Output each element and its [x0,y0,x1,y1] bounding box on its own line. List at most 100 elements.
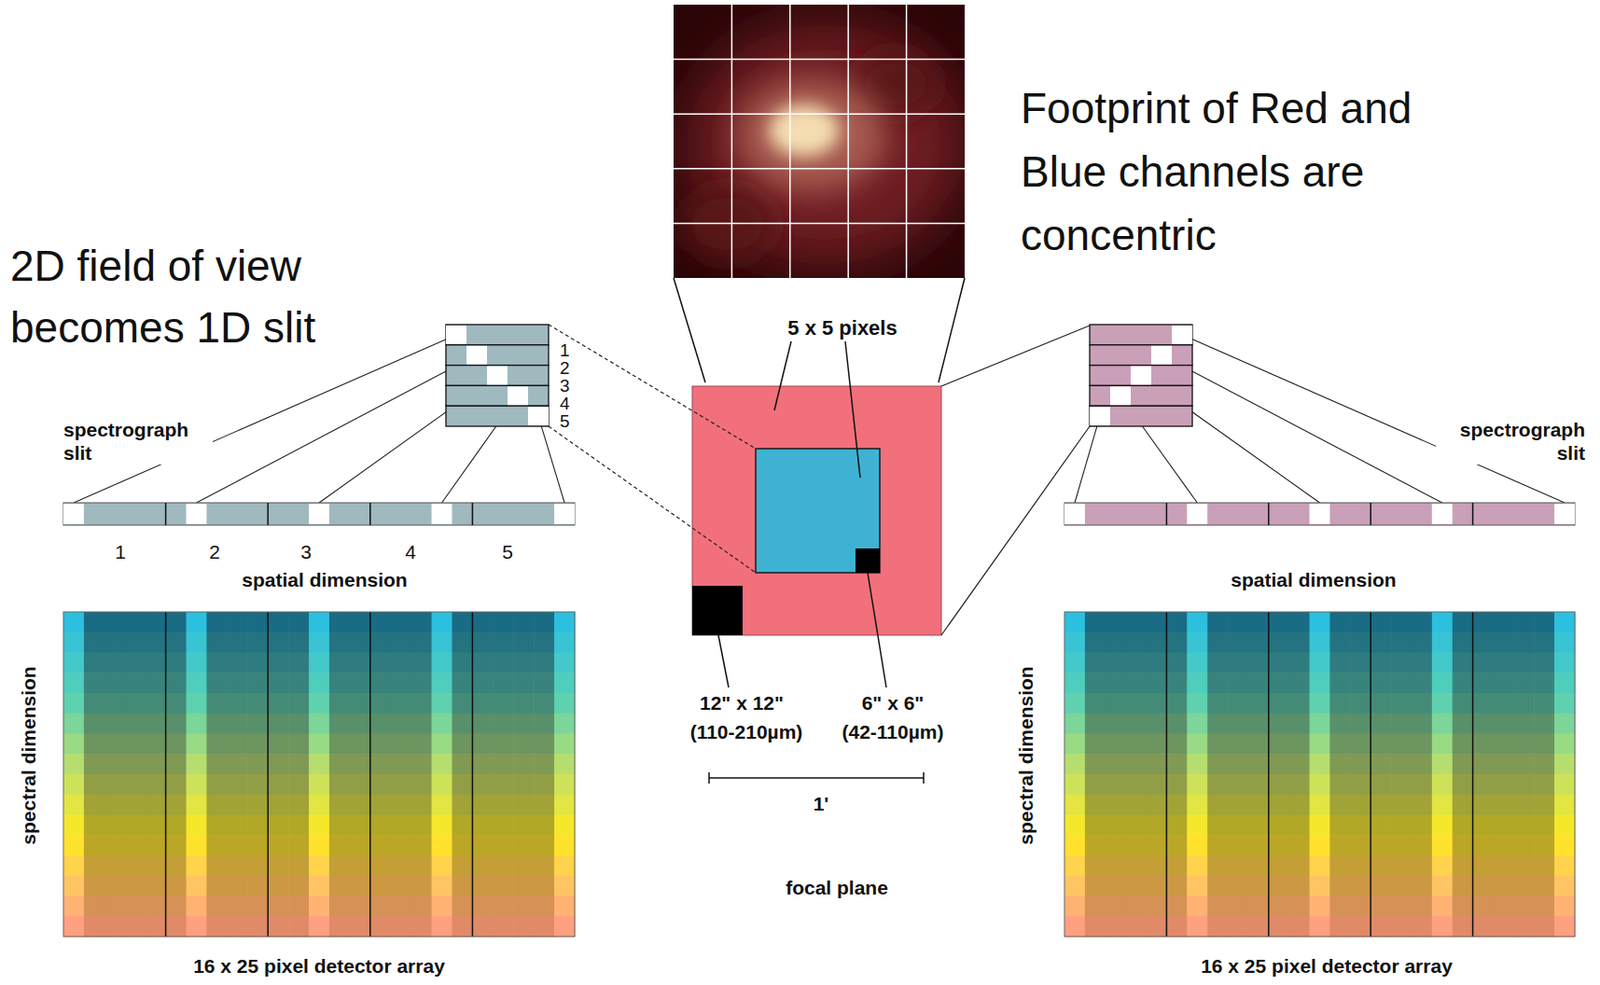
detector-pixel [104,693,126,714]
callout-number: 2 [208,541,221,564]
detector-pixel [308,876,331,897]
detector-pixel [1126,815,1147,836]
detector-pixel [370,916,392,937]
detector-pixel [472,896,494,918]
detector-pixel [1309,693,1331,714]
detector-pixel [226,855,249,877]
detector-pixel [1370,672,1392,694]
detector-pixel [1126,632,1147,654]
detector-pixel [513,855,535,877]
detector-pixel [1126,713,1147,735]
detector-pixel [370,612,392,633]
detector-pixel [247,753,269,775]
detector-pixel [451,815,474,836]
detector-pixel [513,672,535,694]
detector-pixel [1186,774,1208,795]
galaxy-image [673,4,965,279]
detector-pixel [1329,834,1350,856]
detector-pixel [63,916,85,937]
detector-pixel [1248,794,1269,816]
slit-divider [1369,502,1372,526]
detector-pixel [288,896,310,918]
detector-pixel [472,834,494,856]
detector-array [63,612,576,938]
detector-pixel [513,653,535,674]
detector-pixel [166,632,188,654]
detector-pixel [166,734,188,755]
detector-pixel [1085,734,1106,755]
detector-pixel [1207,815,1228,836]
detector-pixel [1207,672,1228,694]
detector-pixel [1452,896,1474,918]
detector-pixel [1309,612,1331,633]
detector-pixel [472,632,494,654]
slice-pixel [1110,386,1131,405]
detector-pixel [1248,896,1269,918]
detector-pixel [267,672,290,694]
detector-pixel [186,632,209,654]
detector-pixel [1289,713,1310,735]
detector-pixel [1085,693,1106,714]
detector-pixel [145,734,167,755]
detector-pixel [104,855,126,877]
detector-pixel [226,774,249,795]
detector-pixel [411,794,433,816]
detector-pixel [288,774,310,795]
detector-pixel [431,855,454,877]
detector-pixel [1268,916,1290,937]
projection-line [548,324,756,449]
detector-pixel [1533,896,1555,918]
detector-pixel [226,734,249,755]
detector-pixel [349,834,372,856]
array-divider [1472,612,1475,937]
detector-pixel [1227,834,1249,856]
detector-pixel [145,896,167,918]
detector-pixel [83,713,106,735]
detector-pixel [390,815,413,836]
detector-pixel [1186,753,1208,775]
detector-pixel [1309,774,1331,795]
detector-pixel [472,916,494,937]
detector-pixel [1492,753,1514,775]
detector-pixel [431,794,454,816]
detector-pixel [1473,794,1494,816]
detector-pixel [554,774,576,795]
detector-pixel [370,734,392,755]
detector-pixel [1370,896,1392,918]
detector-pixel [288,753,310,775]
detector-pixel [145,672,167,694]
detector-pixel [329,855,351,877]
projection-line [548,426,756,573]
detector-pixel [63,855,85,877]
slit-bar [63,502,575,526]
detector-pixel [1085,876,1106,897]
detector-pixel [390,612,413,633]
detector-pixel [1349,653,1371,674]
detector-pixel [1329,896,1350,918]
detector-pixel [1473,713,1494,735]
detector-pixel [492,896,515,918]
detector-pixel [308,896,331,918]
detector-pixel [1309,794,1331,816]
detector-pixel [411,876,433,897]
detector-pixel [206,693,228,714]
detector-pixel [329,916,351,937]
detector-pixel [1309,632,1331,654]
detector-pixel [370,672,392,694]
blue-footprint [755,448,880,573]
detector-pixel [166,713,188,735]
detector-pixel [1207,632,1228,654]
detector-pixel [1492,855,1514,877]
detector-pixel [1391,794,1412,816]
detector-pixel [83,612,106,633]
detector-pixel [533,612,556,633]
detector-pixel [1268,896,1290,918]
detector-pixel [1533,672,1555,694]
detector-pixel [513,815,535,836]
detector-pixel [554,734,576,755]
detector-pixel [125,834,147,856]
detector-pixel [1329,693,1350,714]
detector-pixel [370,794,392,816]
detector-pixel [1432,734,1453,755]
detector-pixel [1248,672,1269,694]
